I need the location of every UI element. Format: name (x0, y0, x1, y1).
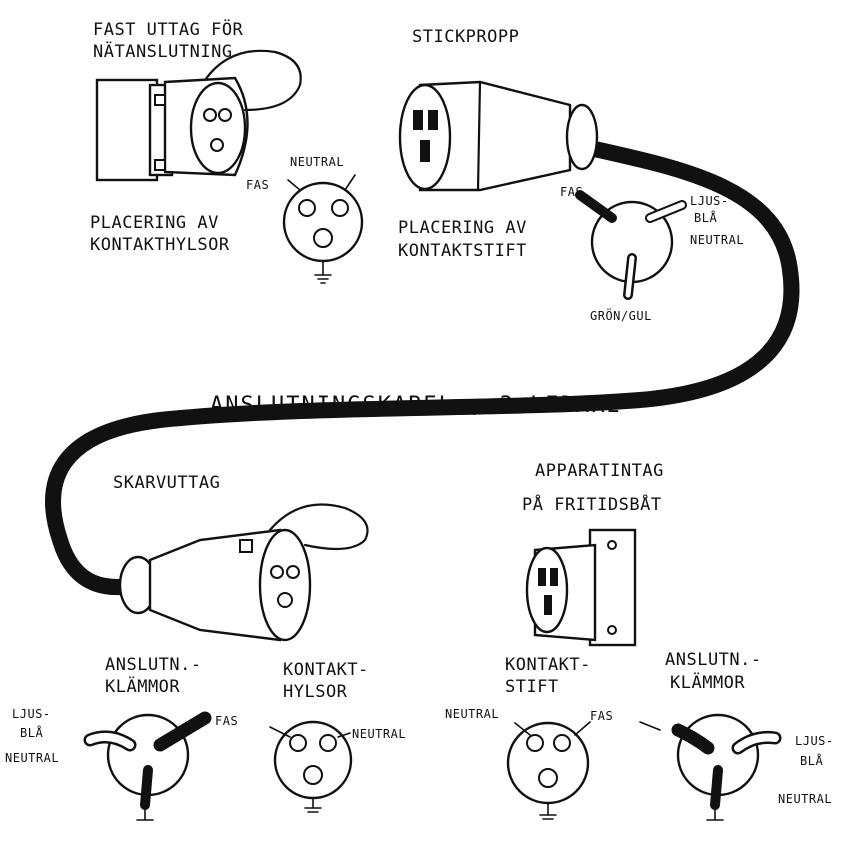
plug-ljus-label-2: BLÅ (694, 210, 717, 225)
plug (400, 82, 597, 190)
plug-pin-caption-line2: KONTAKTSTIFT (398, 241, 527, 261)
right-pins-caption-2: STIFT (505, 677, 559, 697)
right-pins-caption-1: KONTAKT- (505, 655, 591, 675)
fixed-socket-title-line2: NÄTANSLUTNING (93, 41, 233, 62)
lt-ljus-label-1: LJUS- (12, 707, 51, 721)
plug-fas-label: FAS (560, 185, 583, 199)
left-holes-caption-2: HYLSOR (283, 682, 348, 702)
left-holes-caption-1: KONTAKT- (283, 660, 369, 680)
rt-ljus-label-3: NEUTRAL (778, 792, 832, 806)
rp-fas-label: FAS (590, 709, 613, 723)
plug-ljus-label-1: LJUS- (690, 194, 729, 208)
rp-neutral-label: NEUTRAL (445, 707, 499, 721)
right-pins-diagram (508, 722, 590, 819)
plug-pin-caption-line1: PLACERING AV (398, 218, 527, 238)
extension-socket (120, 504, 368, 640)
cable-label: ANSLUTNINGSKABEL , 3-LEDARE (210, 393, 622, 418)
rt-ljus-label-1: LJUS- (795, 734, 834, 748)
extension-socket-title: SKARVUTTAG (113, 473, 220, 493)
socket-hole-caption-line2: KONTAKTHYLSOR (90, 235, 230, 255)
lh-neutral-label: NEUTRAL (352, 727, 406, 741)
socket-fas-label: FAS (246, 178, 269, 192)
left-terminals-caption-2: KLÄMMOR (105, 676, 180, 697)
plug-gron-label: GRÖN/GUL (590, 307, 652, 323)
plug-pin-diagram (580, 195, 682, 295)
right-terminals-caption-2: KLÄMMOR (670, 672, 745, 693)
fixed-socket (97, 51, 301, 180)
plug-ljus-label-3: NEUTRAL (690, 233, 744, 247)
lt-fas-label: FAS (215, 714, 238, 728)
left-terminals-diagram (90, 715, 205, 820)
rt-ljus-label-2: BLÅ (800, 753, 823, 768)
left-terminals-caption-1: ANSLUTN.- (105, 655, 202, 675)
right-terminals-caption-1: ANSLUTN.- (665, 650, 762, 670)
fixed-socket-title-line1: FAST UTTAG FÖR (93, 18, 244, 40)
socket-hole-diagram (284, 175, 362, 283)
lt-ljus-label-3: NEUTRAL (5, 751, 59, 765)
socket-neutral-label: NEUTRAL (290, 155, 344, 169)
boat-inlet (527, 530, 635, 645)
left-holes-diagram (270, 722, 351, 812)
inlet-title-line2: PÅ FRITIDSBÅT (522, 493, 662, 515)
plug-title: STICKPROPP (412, 27, 519, 47)
lt-ljus-label-2: BLÅ (20, 725, 43, 740)
socket-hole-caption-line1: PLACERING AV (90, 213, 219, 233)
right-terminals-diagram (640, 715, 775, 820)
inlet-title-line1: APPARATINTAG (535, 461, 664, 481)
